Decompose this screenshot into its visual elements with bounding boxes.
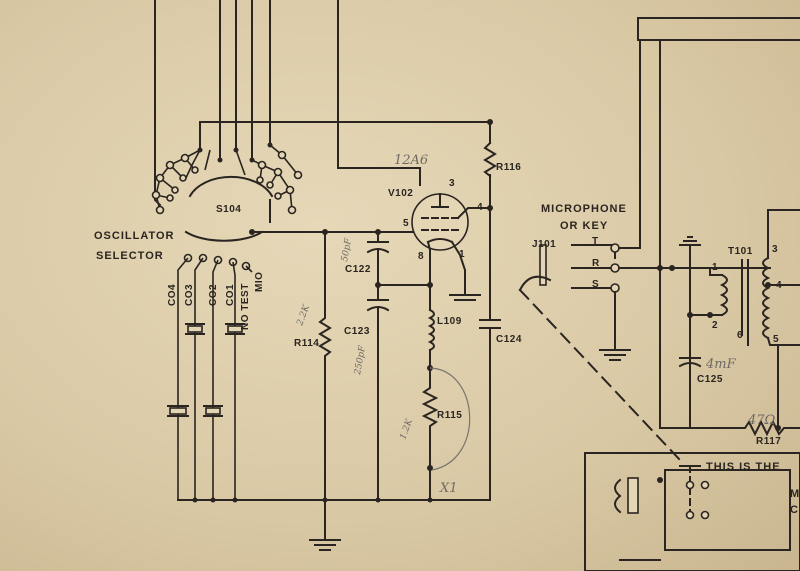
this-is-the-label: THIS IS THE — [706, 461, 781, 473]
pencil-r115-value: 1.2K — [398, 417, 415, 441]
box-c-label: C — [790, 504, 799, 516]
c124-label: C124 — [496, 334, 522, 345]
j101-label: J101 — [532, 239, 556, 250]
c124-capacitor — [479, 319, 501, 329]
r117-label: R117 — [756, 436, 781, 447]
notest-label: NO TEST — [240, 283, 251, 330]
pencil-notes: 12A6 50pF 250pF 2.2K 1.2K X1 4mF 47Ω — [295, 153, 775, 496]
r116-label: R116 — [496, 162, 521, 173]
pencil-c122-value: 50pF — [340, 237, 354, 263]
crystal-bank — [167, 253, 253, 500]
r114-label: R114 — [294, 338, 319, 349]
mic-label-2: OR KEY — [560, 220, 608, 232]
c122-c123-capacitors — [366, 229, 431, 501]
s104-switch — [151, 142, 421, 242]
pencil-c123-value: 250pF — [353, 344, 368, 376]
co1-label: CO1 — [225, 284, 236, 306]
pin5-label: 5 — [403, 218, 409, 229]
t101-pin2: 2 — [712, 320, 718, 331]
jack-s-label: S — [592, 279, 599, 290]
c122-label: C122 — [345, 264, 371, 275]
t101-pin6: 6 — [737, 330, 743, 341]
osc-label-2: SELECTOR — [96, 250, 164, 262]
pin3-label: 3 — [449, 178, 455, 189]
pin8-label: 8 — [418, 251, 424, 262]
t101-label: T101 — [728, 246, 753, 257]
c123-label: C123 — [344, 326, 370, 337]
jack-t-label: T — [592, 236, 599, 247]
pencil-r117-value: 47Ω — [747, 413, 776, 428]
box-m-label: M — [790, 488, 800, 500]
co4-label: CO4 — [167, 284, 178, 306]
co3-label: CO3 — [184, 284, 195, 306]
pencil-r114-value: 2.2K — [295, 303, 312, 328]
j101-jack — [518, 17, 800, 462]
selector-leads — [154, 0, 491, 207]
co2-label: CO2 — [208, 284, 219, 306]
pencil-tube-type: 12A6 — [394, 153, 428, 168]
pencil-x1: X1 — [439, 481, 458, 496]
l109-label: L109 — [437, 316, 462, 327]
c125-label: C125 — [697, 374, 723, 385]
t101-pin3: 3 — [772, 244, 778, 255]
pencil-c125-value: 4mF — [705, 357, 737, 372]
s104-label: S104 — [216, 204, 241, 215]
bottom-right-box — [584, 452, 800, 571]
v102-label: V102 — [388, 188, 413, 199]
t101-pin4: 4 — [776, 280, 782, 291]
t101-transformer — [657, 39, 800, 437]
pin1-label: 1 — [459, 249, 465, 260]
labels: OSCILLATOR SELECTOR S104 V102 3 4 5 8 1 … — [94, 162, 800, 516]
t101-pin5: 5 — [773, 334, 779, 345]
l109-r115 — [421, 308, 471, 501]
mic-label-1: MICROPHONE — [541, 203, 627, 215]
v102-tube — [411, 119, 497, 321]
pin4-label: 4 — [477, 202, 483, 213]
mio-label: MIO — [254, 272, 265, 292]
ground-bus — [177, 327, 491, 551]
t101-pin1: 1 — [712, 262, 718, 273]
r114-resistor — [318, 229, 332, 501]
osc-label-1: OSCILLATOR — [94, 230, 174, 242]
jack-r-label: R — [592, 258, 600, 269]
r115-label: R115 — [437, 410, 462, 421]
